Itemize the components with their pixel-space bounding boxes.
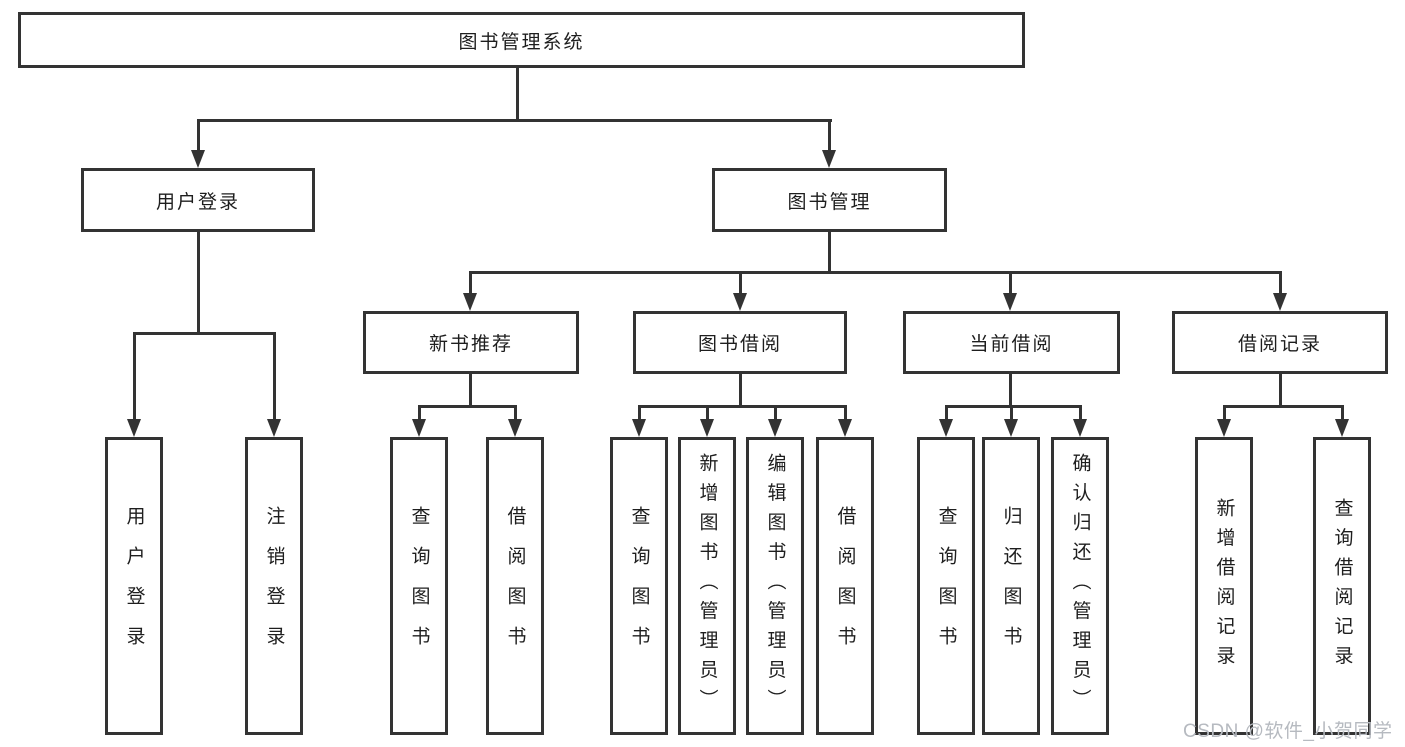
arrow-head	[267, 419, 281, 437]
node-root-label: 图书管理系统	[458, 31, 585, 53]
arrow-head	[412, 419, 426, 437]
arrow-head	[768, 419, 782, 437]
connector-drop	[197, 119, 200, 153]
leaf-logout-label: 注销登录	[263, 506, 285, 666]
leaf-confirm-return-admin-label: 确认归还（管理员）	[1069, 453, 1091, 719]
node-current-borrowing: 当前借阅	[903, 311, 1120, 374]
leaf-query-books-recommend: 查询图书	[390, 437, 448, 735]
connector-drop	[1223, 405, 1226, 422]
connector-stem	[1009, 374, 1012, 407]
leaf-confirm-return-admin: 确认归还（管理员）	[1051, 437, 1109, 735]
connector-stem	[469, 374, 472, 407]
arrow-head	[1073, 419, 1087, 437]
connector-stem	[197, 232, 200, 334]
connector-stem	[739, 374, 742, 407]
arrow-head	[1003, 293, 1017, 311]
node-book-management: 图书管理	[712, 168, 947, 232]
node-root: 图书管理系统	[18, 12, 1025, 68]
connector-drop	[774, 405, 777, 422]
connector-drop	[739, 271, 742, 295]
arrow-head	[838, 419, 852, 437]
connector-drop	[418, 405, 421, 422]
arrow-head	[463, 293, 477, 311]
leaf-borrow-books-recommend: 借阅图书	[486, 437, 544, 735]
node-new-book-recommend: 新书推荐	[363, 311, 579, 374]
leaf-add-books-admin: 新增图书（管理员）	[678, 437, 736, 735]
leaf-borrow-books-label: 借阅图书	[834, 506, 856, 666]
leaf-query-books: 查询图书	[610, 437, 668, 735]
node-user-login-label: 用户登录	[155, 191, 240, 213]
connector-drop	[1279, 271, 1282, 295]
node-current-borrowing-label: 当前借阅	[969, 334, 1054, 355]
leaf-query-current-label: 查询图书	[935, 506, 957, 666]
leaf-borrow-books-recommend-label: 借阅图书	[504, 506, 526, 666]
connector-level3-rail	[469, 271, 1282, 274]
watermark: CSDN @软件_小贺同学	[1183, 721, 1393, 742]
leaf-return-books-label: 归还图书	[1000, 506, 1022, 666]
arrow-head	[700, 419, 714, 437]
leaf-logout: 注销登录	[245, 437, 303, 735]
node-new-book-recommend-label: 新书推荐	[428, 334, 513, 355]
node-user-login: 用户登录	[81, 168, 315, 232]
arrow-head	[1217, 419, 1231, 437]
connector-drop	[638, 405, 641, 422]
connector-level2-rail	[197, 119, 832, 122]
connector-stem	[1279, 374, 1282, 407]
arrow-head	[733, 293, 747, 311]
node-borrowing-records: 借阅记录	[1172, 311, 1388, 374]
connector-rail	[945, 405, 1082, 408]
leaf-edit-books-admin: 编辑图书（管理员）	[746, 437, 804, 735]
connector-rail	[133, 332, 276, 335]
leaf-query-current: 查询图书	[917, 437, 975, 735]
leaf-add-books-admin-label: 新增图书（管理员）	[696, 453, 718, 719]
connector-drop	[1079, 405, 1082, 422]
connector-drop	[844, 405, 847, 422]
connector-drop	[1341, 405, 1344, 422]
leaf-query-books-label: 查询图书	[628, 506, 650, 666]
leaf-user-login: 用户登录	[105, 437, 163, 735]
leaf-query-books-recommend-label: 查询图书	[408, 506, 430, 666]
arrow-head	[1335, 419, 1349, 437]
arrow-head	[1273, 293, 1287, 311]
connector-rail	[1223, 405, 1344, 408]
leaf-add-borrow-record-label: 新增借阅记录	[1213, 497, 1235, 675]
arrow-head	[822, 150, 836, 168]
leaf-edit-books-admin-label: 编辑图书（管理员）	[764, 453, 786, 719]
connector-drop	[945, 405, 948, 422]
connector-drop	[133, 332, 136, 422]
node-book-borrowing-label: 图书借阅	[697, 334, 782, 355]
arrow-head	[1004, 419, 1018, 437]
arrow-head	[508, 419, 522, 437]
connector-drop	[1010, 405, 1013, 422]
node-book-management-label: 图书管理	[787, 191, 872, 213]
arrow-head	[939, 419, 953, 437]
connector-rail	[418, 405, 517, 408]
leaf-query-borrow-record: 查询借阅记录	[1313, 437, 1371, 735]
connector-rail	[638, 405, 847, 408]
connector-drop	[828, 119, 831, 153]
leaf-add-borrow-record: 新增借阅记录	[1195, 437, 1253, 735]
leaf-query-borrow-record-label: 查询借阅记录	[1331, 497, 1353, 675]
connector-drop	[469, 271, 472, 295]
arrow-head	[127, 419, 141, 437]
connector-drop	[1009, 271, 1012, 295]
arrow-head	[191, 150, 205, 168]
node-borrowing-records-label: 借阅记录	[1237, 334, 1322, 355]
leaf-user-login-label: 用户登录	[123, 506, 145, 666]
connector-drop	[514, 405, 517, 422]
connector-drop	[706, 405, 709, 422]
leaf-borrow-books: 借阅图书	[816, 437, 874, 735]
arrow-head	[632, 419, 646, 437]
connector-root-stem	[516, 68, 519, 122]
node-book-borrowing: 图书借阅	[633, 311, 847, 374]
connector-stem	[828, 232, 831, 273]
leaf-return-books: 归还图书	[982, 437, 1040, 735]
connector-drop	[273, 332, 276, 422]
